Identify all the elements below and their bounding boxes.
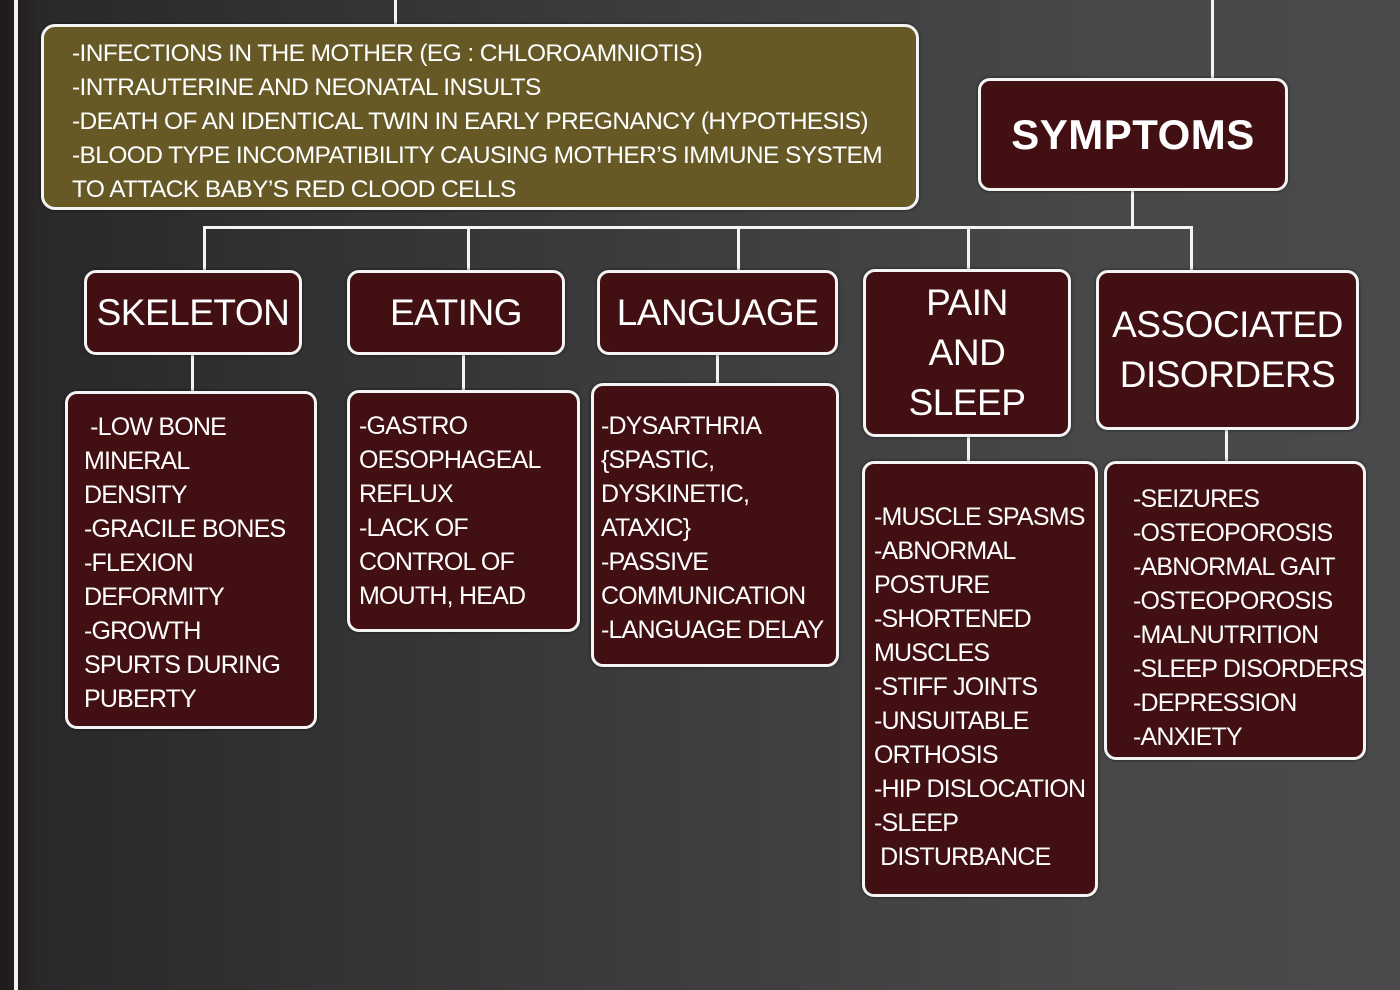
list-item: REFLUX (359, 480, 454, 508)
list-item: -SLEEP (874, 809, 959, 837)
category-title: LANGUAGE (616, 291, 819, 333)
connector-associated-up (1190, 226, 1193, 272)
connector-pain-up (967, 226, 970, 272)
list-item: -ANXIETY (1133, 723, 1243, 751)
list-item: -OSTEOPOROSIS (1133, 587, 1333, 615)
list-item: -LANGUAGE DELAY (601, 616, 824, 644)
category-associated-disorders: ASSOCIATED DISORDERS (1096, 270, 1359, 430)
connector-skeleton-down (191, 352, 194, 394)
list-item: MINERAL (84, 447, 190, 475)
list-item: -OSTEOPOROSIS (1133, 519, 1333, 547)
list-item: MUSCLES (874, 639, 990, 667)
cause-line: -BLOOD TYPE INCOMPATIBILITY CAUSING MOTH… (72, 142, 883, 169)
connector-pain-down (967, 434, 970, 464)
category-skeleton: SKELETON (84, 270, 302, 355)
connector-skeleton-up (203, 226, 206, 272)
category-title-line: PAIN (926, 282, 1008, 323)
list-item: -DEPRESSION (1133, 689, 1297, 717)
list-item: -MUSCLE SPASMS (874, 503, 1085, 531)
skeleton-symptom-list: -LOW BONE MINERAL DENSITY -GRACILE BONES… (65, 391, 317, 729)
list-item: -GASTRO (359, 412, 468, 440)
connector-top-causes (394, 0, 397, 26)
category-language: LANGUAGE (597, 270, 838, 355)
list-item: DENSITY (84, 481, 188, 509)
list-item: {SPASTIC, (601, 446, 715, 474)
associated-disorders-list: -SEIZURES -OSTEOPOROSIS -ABNORMAL GAIT -… (1104, 461, 1366, 760)
list-item: -FLEXION (84, 549, 194, 577)
eating-symptom-list: -GASTRO OESOPHAGEAL REFLUX -LACK OF CONT… (347, 390, 580, 632)
list-item: SPURTS DURING (84, 651, 281, 679)
causes-box: -INFECTIONS IN THE MOTHER (EG : CHLOROAM… (41, 24, 919, 210)
connector-associated-down (1225, 427, 1228, 464)
list-item: ATAXIC} (601, 514, 691, 542)
list-item: -ABNORMAL (874, 537, 1016, 565)
list-item: -UNSUITABLE (874, 707, 1029, 735)
list-item: -SLEEP DISORDERS (1133, 655, 1365, 683)
cause-line: -INFECTIONS IN THE MOTHER (EG : CHLOROAM… (72, 40, 703, 67)
connector-top-symptoms (1211, 0, 1214, 80)
pain-and-sleep-symptom-list: -MUSCLE SPASMS -ABNORMAL POSTURE -SHORTE… (862, 461, 1098, 897)
category-title-line: DISORDERS (1119, 354, 1336, 395)
list-item: -SEIZURES (1133, 485, 1260, 513)
list-item: -GROWTH (84, 617, 201, 645)
list-item: -STIFF JOINTS (874, 673, 1038, 701)
connector-eating-up (467, 226, 470, 272)
list-item: -LOW BONE (84, 413, 227, 441)
connector-language-up (737, 226, 740, 272)
list-item: PUBERTY (84, 685, 197, 713)
list-item: CONTROL OF (359, 548, 515, 576)
list-item: DISTURBANCE (874, 843, 1051, 871)
connector-eating-down (462, 352, 465, 392)
list-item: -DYSARTHRIA (601, 412, 762, 440)
list-item: COMMUNICATION (601, 582, 806, 610)
category-title-line: ASSOCIATED (1112, 304, 1343, 345)
left-border-line (14, 0, 18, 990)
list-item: -MALNUTRITION (1133, 621, 1319, 649)
connector-language-down (716, 352, 719, 386)
category-title: SKELETON (96, 291, 290, 333)
list-item: POSTURE (874, 571, 990, 599)
list-item: OESOPHAGEAL (359, 446, 541, 474)
list-item: DEFORMITY (84, 583, 225, 611)
category-title: EATING (390, 291, 523, 333)
connector-symptoms-down (1131, 188, 1134, 229)
list-item: ORTHOSIS (874, 741, 999, 769)
list-item: -LACK OF (359, 514, 469, 542)
list-item: -SHORTENED (874, 605, 1032, 633)
list-item: -GRACILE BONES (84, 515, 286, 543)
list-item: -HIP DISLOCATION (874, 775, 1086, 803)
symptoms-box: SYMPTOMS (978, 78, 1288, 191)
list-item: -PASSIVE (601, 548, 709, 576)
list-item: -ABNORMAL GAIT (1133, 553, 1336, 581)
cause-line: -DEATH OF AN IDENTICAL TWIN IN EARLY PRE… (72, 108, 869, 135)
category-title-line: SLEEP (908, 382, 1026, 423)
category-pain-and-sleep: PAIN AND SLEEP (863, 269, 1071, 437)
list-item: DYSKINETIC, (601, 480, 750, 508)
category-eating: EATING (347, 270, 565, 355)
cause-line: TO ATTACK BABY’S RED CLOOD CELLS (72, 176, 516, 203)
language-symptom-list: -DYSARTHRIA {SPASTIC, DYSKINETIC, ATAXIC… (591, 383, 839, 667)
category-title-line: AND (928, 332, 1006, 373)
list-item: MOUTH, HEAD (359, 582, 526, 610)
symptoms-title: SYMPTOMS (1011, 110, 1255, 158)
connector-horizontal-bus (203, 226, 1193, 229)
cause-line: -INTRAUTERINE AND NEONATAL INSULTS (72, 74, 541, 101)
